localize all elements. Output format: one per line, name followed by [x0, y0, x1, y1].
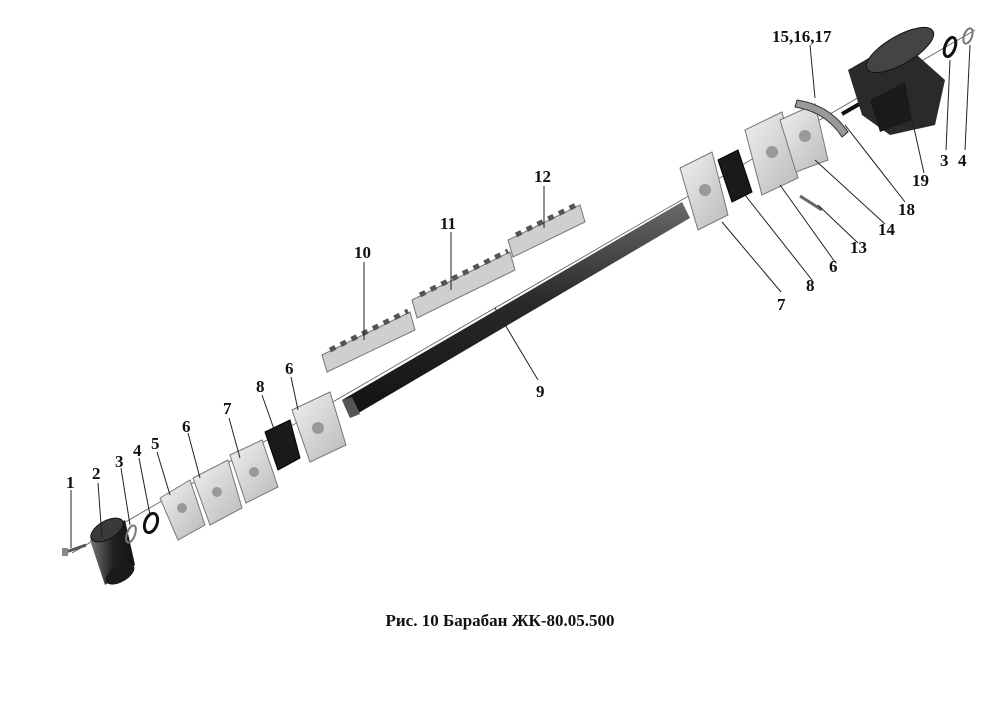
part-8-gasket-left — [264, 419, 301, 471]
label-8-right: 8 — [806, 276, 815, 295]
label-12: 12 — [534, 167, 551, 186]
part-4-ring-right — [962, 27, 974, 45]
label-3-right: 3 — [940, 151, 949, 170]
label-6-right: 6 — [829, 257, 838, 276]
part-11-knife-plate — [411, 248, 516, 319]
label-9: 9 — [536, 382, 545, 401]
label-13: 13 — [850, 238, 867, 257]
part-10-knife-plate — [321, 308, 416, 373]
part-2-end-cap — [90, 517, 135, 585]
part-7-hub-disc-left — [229, 439, 279, 504]
leader-lines — [70, 44, 971, 548]
label-10: 10 — [354, 243, 371, 262]
part-15-16-17-shim — [794, 99, 849, 138]
label-15-16-17: 15,16,17 — [772, 27, 832, 46]
part-7-hub-disc-right — [679, 151, 729, 231]
part-8-gasket-right — [717, 149, 753, 203]
part-13-screw — [799, 194, 823, 212]
label-4-right: 4 — [958, 151, 967, 170]
label-6-left: 6 — [182, 417, 191, 436]
label-2: 2 — [92, 464, 101, 483]
part-12-knife-plate — [507, 201, 586, 258]
part-19-housing — [848, 26, 945, 135]
label-14: 14 — [878, 220, 896, 239]
part-14-hub-flange — [779, 103, 829, 173]
label-8-left: 8 — [256, 377, 265, 396]
label-7-right: 7 — [777, 295, 786, 314]
part-5-hub-disc — [159, 479, 206, 541]
label-18: 18 — [898, 200, 915, 219]
part-6-hub-disc-left — [192, 459, 243, 526]
figure-caption: Рис. 10 Барабан ЖК-80.05.500 — [385, 611, 615, 630]
part-3-ring-right — [942, 35, 958, 59]
label-1: 1 — [66, 473, 75, 492]
label-11: 11 — [440, 214, 456, 233]
label-5: 5 — [151, 434, 160, 453]
label-4-left: 4 — [133, 441, 142, 460]
label-19: 19 — [912, 171, 929, 190]
part-9-shaft — [342, 202, 690, 418]
label-3-left: 3 — [115, 452, 124, 471]
label-7-left: 7 — [223, 399, 232, 418]
part-1-bolt — [62, 543, 87, 556]
label-6-center: 6 — [285, 359, 294, 378]
part-6-hub-disc-center — [291, 391, 347, 463]
part-4-ring-left — [142, 511, 160, 535]
part-3-ring-left — [125, 524, 137, 544]
